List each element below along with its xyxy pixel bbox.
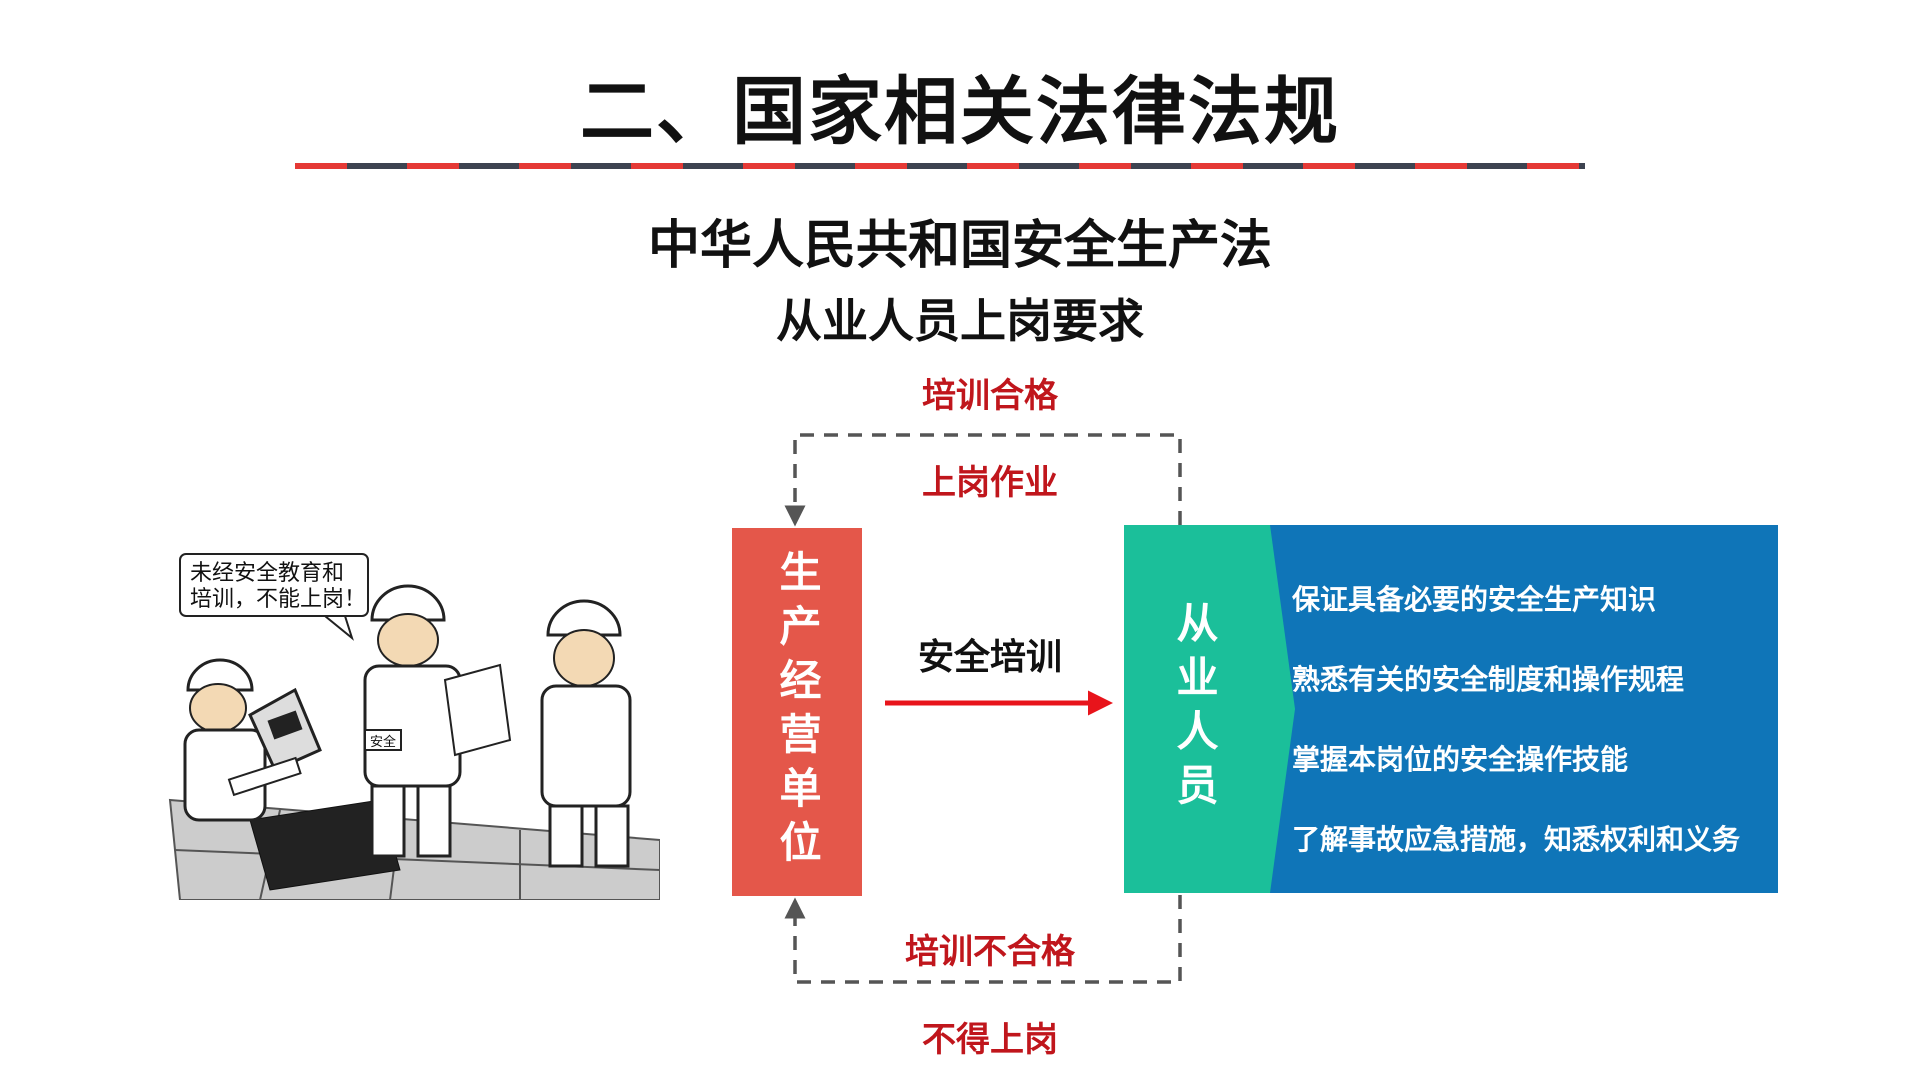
pass-label-training-qualified: 培训合格 xyxy=(922,376,1058,416)
pass-label-start-work: 上岗作业 xyxy=(922,463,1058,503)
requirements-panel xyxy=(1255,525,1778,893)
worker-chevron xyxy=(1255,525,1295,893)
requirement-item: 了解事故应急措施，知悉权利和义务 xyxy=(1292,823,1741,856)
page-title: 二、国家相关法律法规 xyxy=(580,69,1340,155)
speech-bubble-line-2: 培训，不能上岗！ xyxy=(190,587,366,612)
fail-label-training-unqualified: 培训不合格 xyxy=(905,932,1075,972)
safety-training-label: 安全培训 xyxy=(917,637,1062,678)
requirement-item: 保证具备必要的安全生产知识 xyxy=(1292,583,1657,616)
requirement-item: 熟悉有关的安全制度和操作规程 xyxy=(1292,663,1685,696)
worker-label: 从业人员 xyxy=(1170,601,1219,817)
requirements-list: 保证具备必要的安全生产知识 熟悉有关的安全制度和操作规程 掌握本岗位的安全操作技… xyxy=(1292,560,1782,880)
production-unit-label: 生产经营单位 xyxy=(773,550,822,874)
requirement-item: 掌握本岗位的安全操作技能 xyxy=(1292,743,1629,776)
law-subtitle: 从业人员上岗要求 xyxy=(776,294,1144,348)
armband-label: 安全 xyxy=(370,734,396,750)
pass-loop-line xyxy=(784,433,1182,527)
fail-label-no-work: 不得上岗 xyxy=(922,1020,1058,1060)
safety-cartoon-illustration: 未经安全教育和 培训，不能上岗！ 安全 xyxy=(168,553,660,900)
law-title: 中华人民共和国安全生产法 xyxy=(647,216,1272,276)
speech-bubble-line-1: 未经安全教育和 xyxy=(190,561,344,586)
worker-box: 从业人员 xyxy=(1124,525,1264,893)
production-unit-box: 生产经营单位 xyxy=(732,528,862,896)
title-divider xyxy=(295,163,1585,169)
fail-loop-line xyxy=(784,895,1182,984)
